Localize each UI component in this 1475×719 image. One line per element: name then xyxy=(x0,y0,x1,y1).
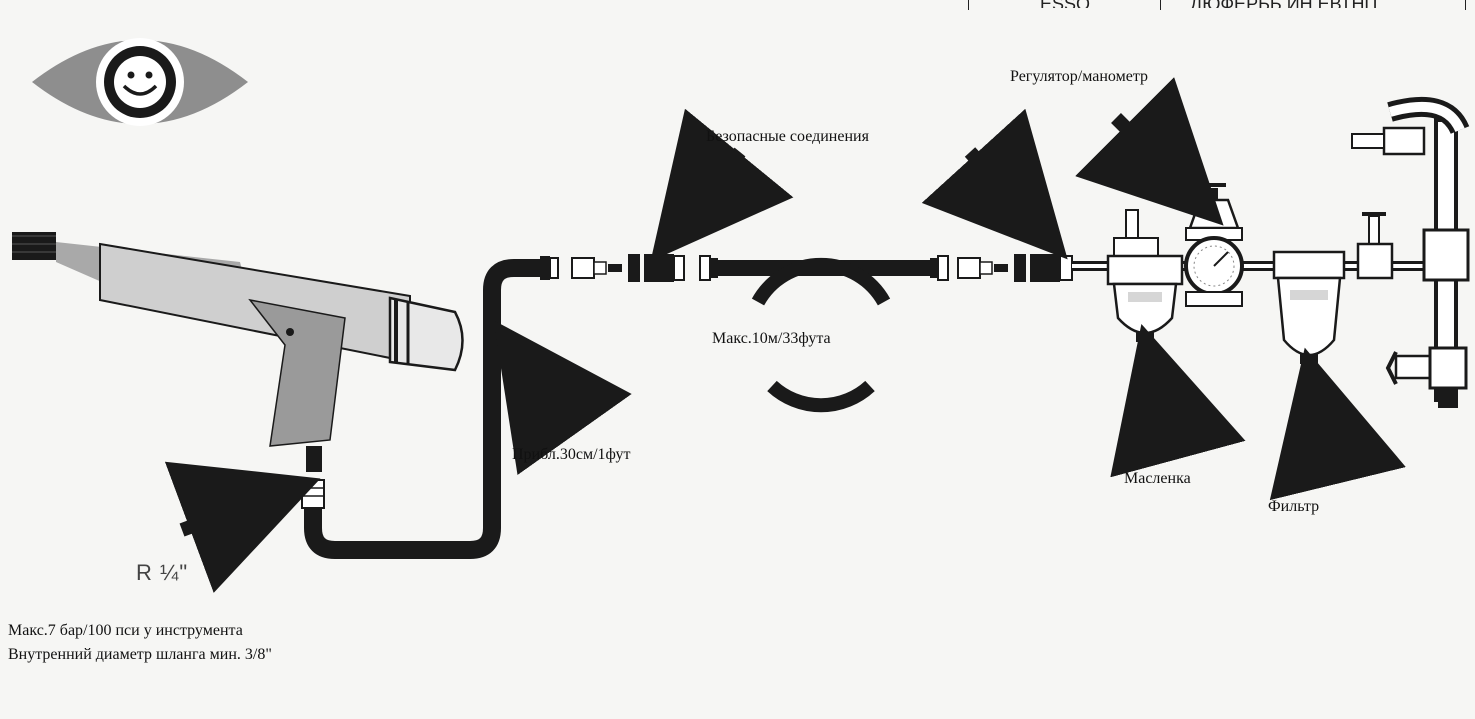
regulator-gauge xyxy=(1184,183,1244,307)
lubricator xyxy=(1106,209,1184,342)
tool-tip xyxy=(12,232,56,260)
safe-coupling-2 xyxy=(957,254,1073,282)
main-hose xyxy=(699,255,949,413)
arrow-filter xyxy=(1269,347,1406,501)
header-divider-right xyxy=(1465,0,1466,10)
arrow-whip-hose xyxy=(493,320,632,476)
label-filter: Фильтр xyxy=(1268,498,1320,515)
label-whip-hose: Прибл.30см/1фут xyxy=(512,446,631,463)
label-max-hose: Макс.10м/33фута xyxy=(712,330,831,347)
rivet-tool xyxy=(12,232,464,509)
label-safe-couplings: Безопасные соединения xyxy=(706,128,869,145)
label-regulator: Регулятор/манометр xyxy=(1010,68,1149,85)
arrow-coupling-1 xyxy=(650,108,794,262)
header-cell-esso: ESSO xyxy=(1040,0,1090,8)
eye-smiley-icon xyxy=(32,38,248,126)
header-divider-left xyxy=(968,0,969,10)
label-thread-size: R ¼" xyxy=(136,560,189,585)
label-lubricator: Масленка xyxy=(1124,470,1191,487)
arrows xyxy=(164,77,1406,593)
hose-fitting-1 xyxy=(540,256,559,280)
arrow-lubricator xyxy=(1110,323,1246,478)
header-divider-mid xyxy=(1160,0,1161,10)
arrow-inlet xyxy=(164,461,321,593)
arrow-regulator xyxy=(1075,77,1224,226)
safe-coupling-1 xyxy=(571,254,685,282)
shutoff-valve xyxy=(1356,212,1394,280)
filter xyxy=(1272,250,1346,364)
note-pressure: Макс.7 бар/100 пси у инструмента xyxy=(8,622,243,639)
header-cell-right: ДЮФЕРЬЬ ИН ЕВТНП xyxy=(1190,0,1377,8)
vertical-piping xyxy=(1351,96,1470,408)
note-hose-diameter: Внутренний диаметр шланга мин. 3/8" xyxy=(8,646,272,663)
arrow-coupling-2 xyxy=(921,108,1068,260)
